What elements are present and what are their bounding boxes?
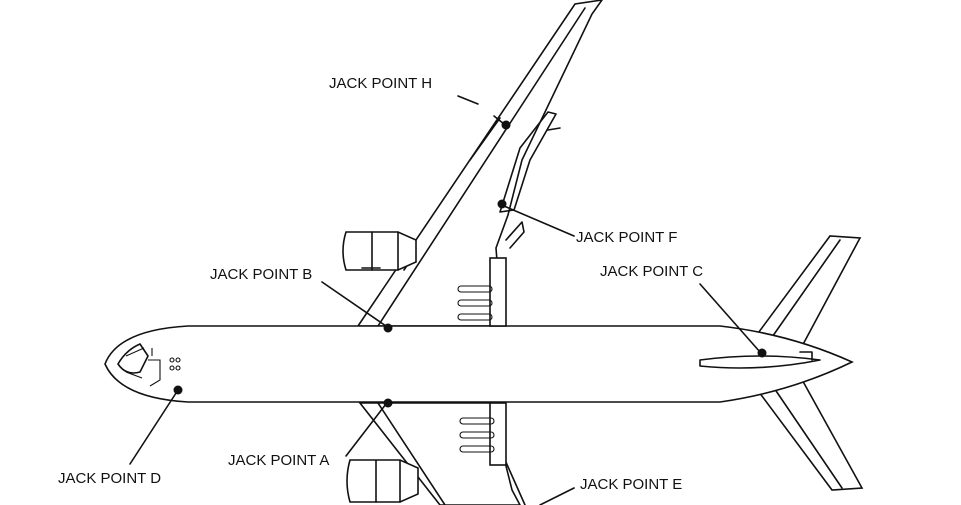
jack-point-b-marker xyxy=(383,323,393,333)
left-engine xyxy=(342,231,417,271)
lower-main-gear xyxy=(459,402,507,466)
jack-point-h-marker xyxy=(501,120,511,130)
jack-point-d-marker xyxy=(173,385,183,395)
leader-lines xyxy=(129,95,761,505)
leader-d xyxy=(129,389,179,465)
jack-point-a-marker xyxy=(383,398,393,408)
jack-point-f-marker xyxy=(497,199,507,209)
leader-c xyxy=(699,283,761,353)
upper-main-gear xyxy=(457,257,507,327)
fuselage xyxy=(104,325,854,403)
left-wing xyxy=(356,0,603,327)
leader-e xyxy=(539,487,575,505)
jack-point-b-label: JACK POINT B xyxy=(210,266,313,283)
jack-point-markers xyxy=(173,120,767,408)
leader-a xyxy=(345,403,387,457)
leader-f xyxy=(503,205,575,237)
jack-point-c-label: JACK POINT C xyxy=(600,263,704,280)
jack-point-d-label: JACK POINT D xyxy=(58,470,162,487)
jack-point-a-label: JACK POINT A xyxy=(228,452,330,469)
jack-point-h-label: JACK POINT H xyxy=(329,75,433,92)
right-engine xyxy=(346,459,419,503)
jack-point-f-label: JACK POINT F xyxy=(576,229,678,246)
leader-b xyxy=(321,281,387,327)
jack-point-e-label: JACK POINT E xyxy=(580,476,683,493)
jack-point-c-marker xyxy=(757,348,767,358)
